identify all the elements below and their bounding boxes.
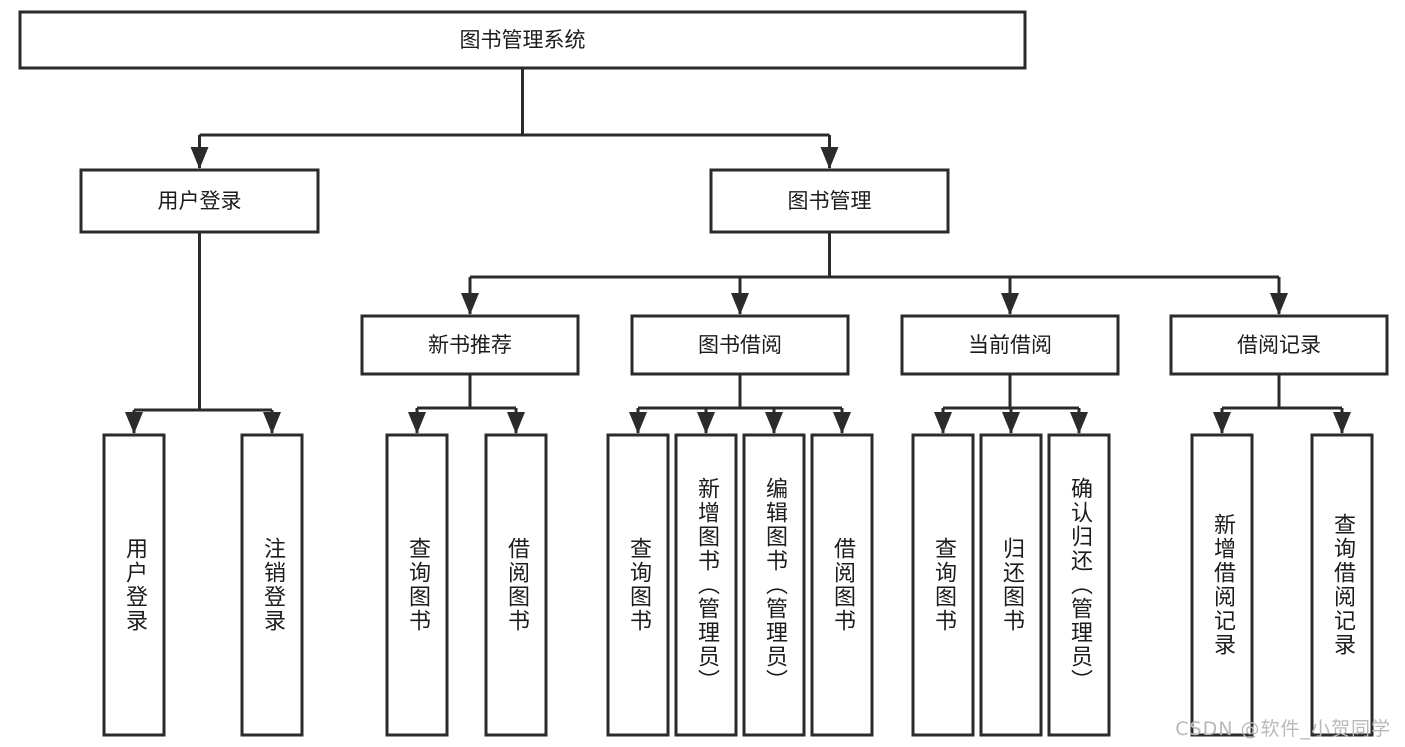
arrow-head-icon-level2-3 xyxy=(1270,293,1288,315)
node-box-leaf-11[interactable] xyxy=(1190,433,1254,737)
arrow-head-icon-leaf-0-0 xyxy=(125,412,143,434)
node-label-level2-0: 新书推荐 xyxy=(428,333,512,357)
arrow-head-icon-leaf-2-1 xyxy=(697,412,715,434)
node-box-leaf-8[interactable] xyxy=(911,433,975,737)
node-box-leaf-2[interactable] xyxy=(385,433,449,737)
node-box-leaf-6[interactable] xyxy=(742,433,806,737)
arrow-head-icon-level2-0 xyxy=(461,293,479,315)
node-box-leaf-7[interactable] xyxy=(810,433,874,737)
node-box-leaf-9[interactable] xyxy=(979,433,1043,737)
node-box-level2-1[interactable] xyxy=(630,314,850,376)
arrow-head-icon-leaf-2-2 xyxy=(765,412,783,434)
node-box-leaf-0[interactable] xyxy=(102,433,166,737)
node-box-level2-2[interactable] xyxy=(900,314,1120,376)
arrow-head-icon-level2-1 xyxy=(731,293,749,315)
node-label-level2-2: 当前借阅 xyxy=(968,333,1052,357)
node-box-layer xyxy=(18,10,1389,737)
node-label-level1-0: 用户登录 xyxy=(158,189,242,213)
arrow-head-icon-level1-1 xyxy=(820,147,839,169)
node-box-level2-3[interactable] xyxy=(1169,314,1389,376)
arrow-head-icon-level1-0 xyxy=(190,147,209,169)
arrow-head-icon-leaf-1-1 xyxy=(507,412,525,434)
node-label-level2-1: 图书借阅 xyxy=(698,333,782,357)
node-label-level1-1: 图书管理 xyxy=(788,189,872,213)
node-box-leaf-12[interactable] xyxy=(1310,433,1374,737)
arrow-head-icon-level2-2 xyxy=(1001,293,1019,315)
node-label-level2-3: 借阅记录 xyxy=(1237,333,1321,357)
node-box-level1-0[interactable] xyxy=(79,168,320,234)
arrow-head-icon-leaf-4-0 xyxy=(1213,412,1231,434)
node-box-leaf-5[interactable] xyxy=(674,433,738,737)
node-box-leaf-4[interactable] xyxy=(606,433,670,737)
node-box-leaf-1[interactable] xyxy=(240,433,304,737)
arrow-head-icon-leaf-2-0 xyxy=(629,412,647,434)
node-box-level1-1[interactable] xyxy=(709,168,950,234)
node-label-root: 图书管理系统 xyxy=(460,28,586,52)
arrow-head-icon-leaf-0-1 xyxy=(263,412,281,434)
node-box-leaf-10[interactable] xyxy=(1047,433,1111,737)
node-box-root[interactable] xyxy=(18,10,1027,70)
watermark-text: CSDN @软件_小贺同学 xyxy=(1175,718,1391,740)
node-box-leaf-3[interactable] xyxy=(484,433,548,737)
node-box-level2-0[interactable] xyxy=(360,314,580,376)
arrow-head-icon-leaf-1-0 xyxy=(408,412,426,434)
connector-layer xyxy=(125,68,1351,434)
arrow-head-icon-leaf-2-3 xyxy=(833,412,851,434)
arrow-head-icon-leaf-4-1 xyxy=(1333,412,1351,434)
arrow-head-icon-leaf-3-0 xyxy=(934,412,952,434)
arrow-head-icon-leaf-3-2 xyxy=(1070,412,1088,434)
arrow-head-icon-leaf-3-1 xyxy=(1002,412,1020,434)
